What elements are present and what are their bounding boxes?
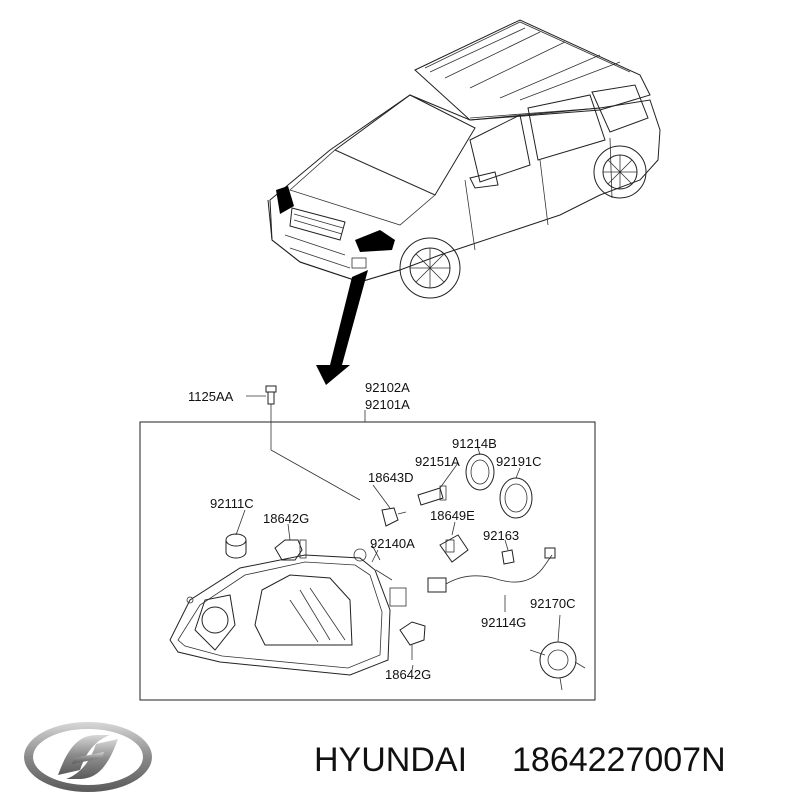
label-cap-ring: 92191C: [496, 454, 542, 469]
ring-icon: [499, 477, 533, 519]
label-bolt: 1125AA: [188, 389, 234, 404]
part-number: 1864227007N: [512, 741, 726, 779]
label-actuator: 92170C: [530, 596, 576, 611]
hyundai-logo-icon: [24, 722, 152, 792]
bulb-icon: [399, 621, 426, 660]
label-cap: 91214B: [452, 436, 497, 451]
label-bulb-e: 18649E: [430, 508, 475, 523]
assembly-frame: [139, 421, 596, 701]
label-wiring: 92114G: [481, 615, 526, 630]
socket-icon: [417, 485, 447, 506]
label-bulb-g-bottom: 18642G: [385, 667, 431, 682]
label-bulb-g-top: 18642G: [263, 511, 309, 526]
wiring-icon: [427, 547, 556, 612]
socket-icon: [225, 533, 247, 559]
bulb-icon: [439, 534, 469, 563]
brand-name: HYUNDAI: [314, 741, 467, 779]
holder-icon: [501, 549, 515, 565]
label-bulb-d: 18643D: [368, 470, 414, 485]
actuator-icon: [529, 614, 586, 691]
label-headlamp-lh: 92102A: [365, 380, 410, 395]
bolt-icon: [246, 385, 361, 501]
leader-lines: [235, 447, 521, 671]
headlamp-assembly-icon: [169, 544, 407, 676]
arrow-down-icon: [316, 270, 368, 385]
label-socket-assy: 92140A: [370, 536, 415, 551]
label-headlamp-rh: 92101A: [365, 397, 410, 412]
suv-vehicle-icon: [267, 19, 661, 299]
bulb-icon: [381, 507, 407, 527]
label-holder: 92163: [483, 528, 519, 543]
cap-icon: [465, 453, 495, 491]
label-socket-a: 92151A: [415, 454, 460, 469]
bulb-icon: [274, 539, 307, 561]
label-socket-c: 92111C: [210, 496, 254, 511]
